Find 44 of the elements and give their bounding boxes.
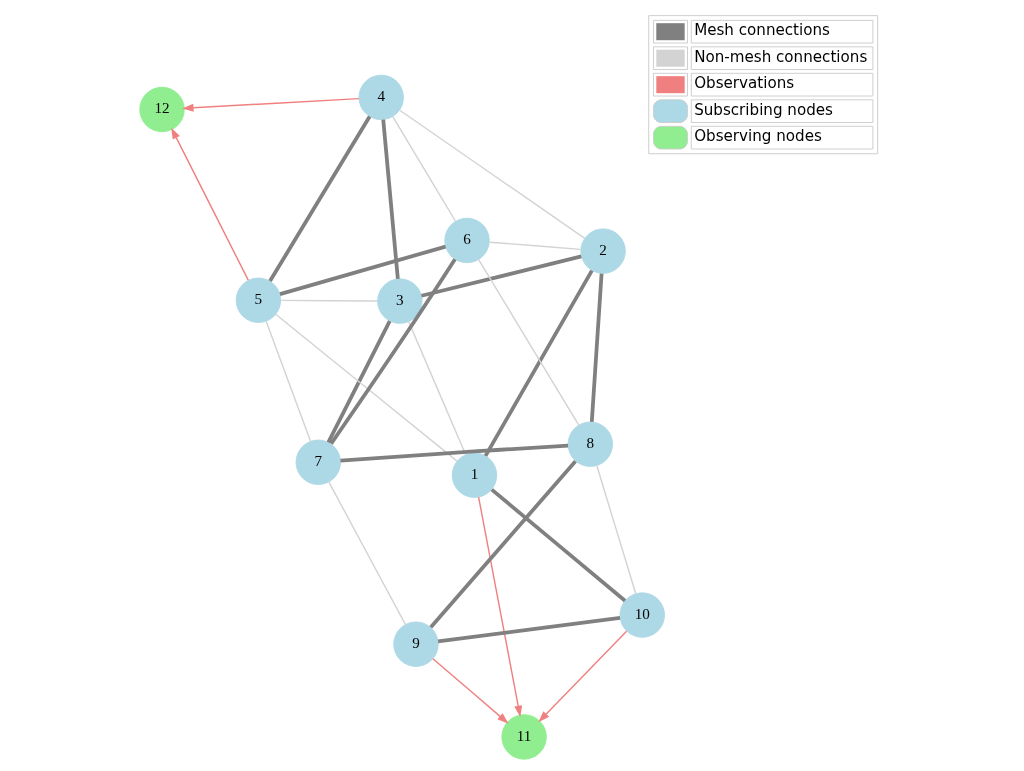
arrow [170,127,249,281]
connector [437,616,620,644]
legend-label: Mesh connections [693,21,830,40]
connector [420,254,582,298]
connector [589,273,603,422]
connector [326,320,391,444]
connector [477,258,579,426]
node-circle: 1 [451,452,497,498]
legend-label: Observing nodes [693,127,822,146]
connector [483,269,594,457]
node-circle: 10 [619,592,665,638]
node-circle: 2 [579,228,626,274]
arrow [477,496,522,718]
legend-label: Subscribing nodes [693,100,833,119]
connector [428,460,577,629]
arrow [181,97,360,112]
node-circle: 9 [392,621,439,667]
node-circle: 11 [500,714,547,760]
connector [407,321,466,456]
connector [490,488,626,603]
arrow [431,657,509,724]
node-circle: 4 [358,74,404,121]
legend-label: Non-mesh connections [693,47,867,66]
connector [274,313,458,462]
connector [329,258,457,445]
arrow [537,630,627,723]
node-circle: 5 [235,277,281,323]
connector [391,115,456,222]
connector [398,109,585,240]
connector [265,320,311,443]
connector [595,464,636,595]
connector [279,299,378,302]
connector [488,241,581,251]
connector [278,244,446,296]
connector [339,443,568,463]
node-circle: 3 [376,278,423,324]
connector [327,481,406,626]
connector [267,115,371,283]
node-circle: 6 [443,217,490,264]
node-circle: 7 [295,439,341,485]
node-circle: 12 [138,86,185,133]
legend-label: Observations [693,74,794,93]
node-circle: 8 [567,421,613,467]
connector [380,119,400,280]
